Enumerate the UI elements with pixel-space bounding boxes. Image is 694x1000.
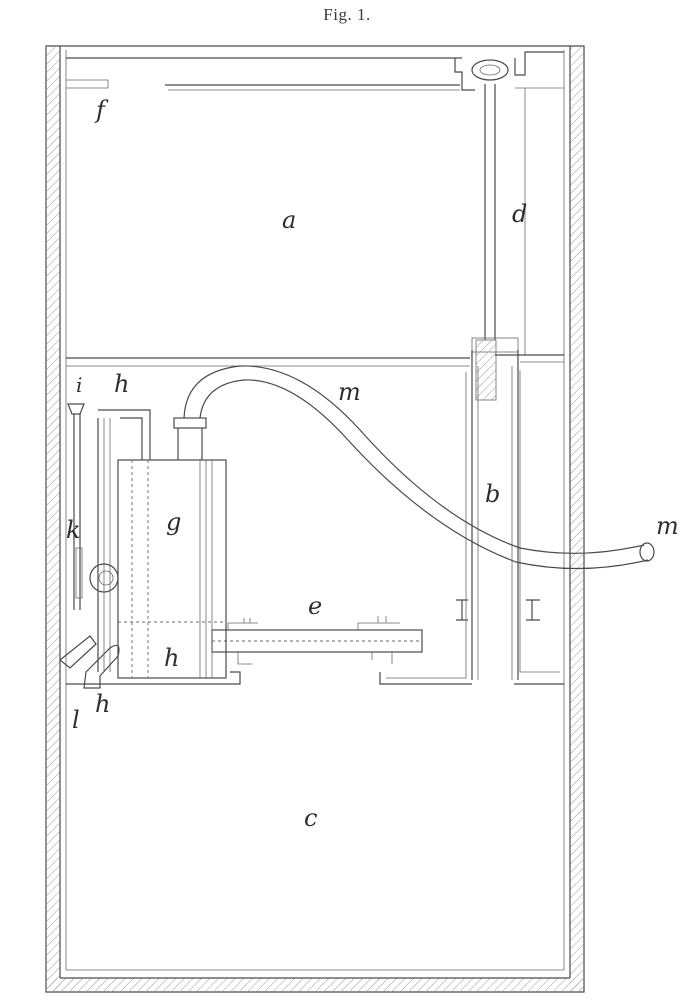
outer-wall [45, 45, 585, 993]
left-pipes [59, 403, 151, 689]
label-f: f [94, 96, 109, 124]
label-l: l [72, 706, 80, 734]
chamber-a [66, 57, 470, 367]
label-h-top: h [114, 370, 129, 398]
label-c: c [304, 804, 317, 832]
shaft-e [211, 616, 423, 665]
tube-b [456, 337, 564, 685]
tube-d [454, 51, 564, 363]
label-m-end: m [656, 512, 679, 540]
vessel-g [117, 417, 227, 679]
middle-compartment [66, 372, 472, 685]
label-e: e [308, 592, 322, 620]
label-h-lower: h [164, 644, 179, 672]
label-h-bottom: h [95, 690, 110, 718]
label-a: a [282, 206, 296, 234]
label-i: i [76, 373, 82, 397]
label-d: d [512, 200, 527, 228]
figure-title: Fig. 1. [323, 5, 371, 24]
label-g: g [166, 508, 181, 536]
hose-m [183, 365, 655, 570]
label-k: k [66, 516, 81, 544]
label-b: b [485, 480, 500, 508]
label-m-hose: m [338, 378, 361, 406]
